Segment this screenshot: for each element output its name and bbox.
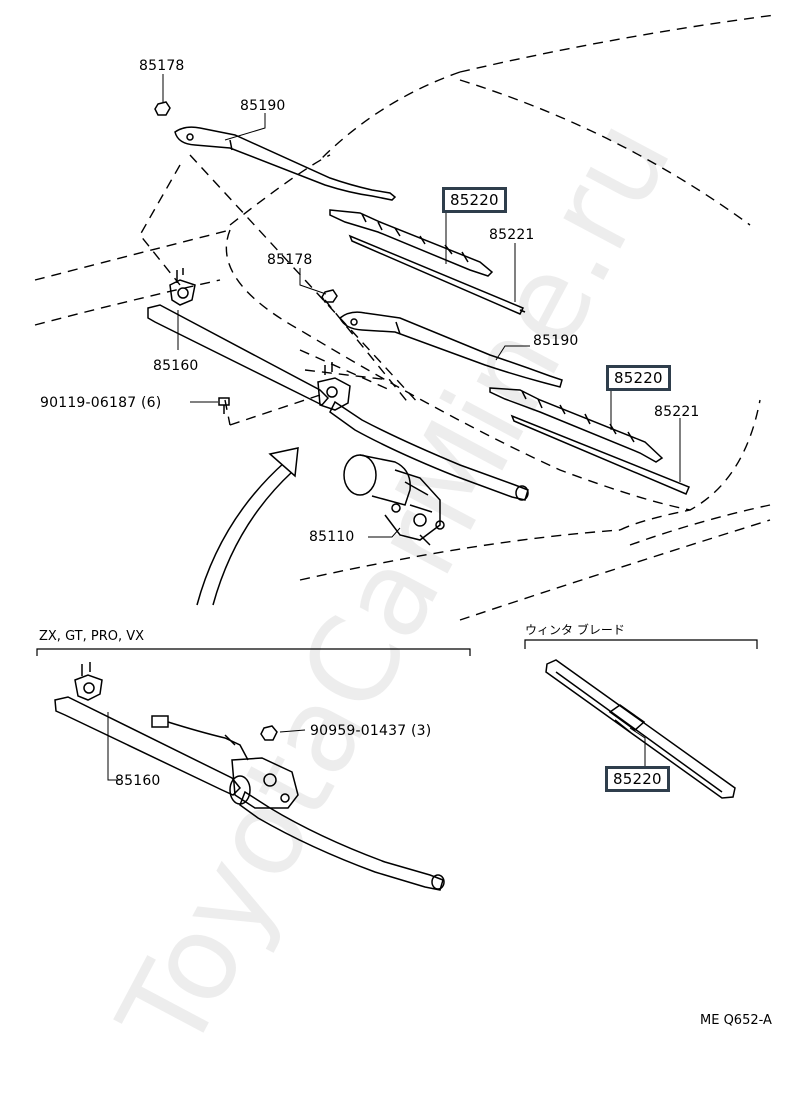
variant-motor: [229, 757, 299, 809]
part-label-85220-upper: 85220: [442, 187, 507, 213]
wiper-arm-upper: [174, 126, 397, 201]
winter-blade-bracket: [524, 639, 758, 649]
variant-bracket: [36, 648, 471, 656]
part-label-85178-lower: 85178: [267, 252, 313, 268]
part-label-85220-lower: 85220: [606, 365, 671, 391]
part-label-85160-variant: 85160: [115, 773, 161, 789]
leader-lines: [107, 74, 681, 781]
part-label-85160: 85160: [153, 358, 199, 374]
wiper-rubber-upper: [348, 234, 526, 315]
nut-upper: [154, 101, 171, 116]
part-label-85178-upper: 85178: [139, 58, 185, 74]
diagram-code: ME Q652-A: [700, 1013, 772, 1028]
direction-arrow: [196, 447, 299, 606]
part-label-90119: 90119-06187 (6): [40, 395, 162, 411]
wiper-blade-lower: [489, 387, 664, 463]
wiper-link-center-pivot: [317, 362, 351, 411]
part-label-90959: 90959-01437 (3): [310, 723, 432, 739]
variant-wire-harness: [151, 715, 249, 761]
part-label-85221-upper: 85221: [489, 227, 535, 243]
nut-90959: [260, 725, 278, 741]
part-label-85220-winter: 85220: [605, 766, 670, 792]
winter-blade: [545, 659, 736, 799]
part-label-85110: 85110: [309, 529, 355, 545]
part-label-85221-lower: 85221: [654, 404, 700, 420]
variant-link-rod: [54, 696, 445, 891]
variant-heading: ZX, GT, PRO, VX: [39, 629, 145, 644]
nut-lower: [321, 289, 338, 303]
part-label-85190-lower: 85190: [533, 333, 579, 349]
wiper-motor: [343, 454, 445, 546]
part-label-85190-upper: 85190: [240, 98, 286, 114]
wiper-arm-lower: [339, 311, 563, 388]
variant-link-upper-pivot: [74, 662, 103, 701]
wiper-rubber-lower: [510, 414, 690, 495]
winter-blade-heading: ウィンタ ブレード: [525, 623, 625, 637]
bolt-90119: [218, 397, 230, 414]
wiper-blade-upper: [329, 209, 494, 277]
wiper-link-upper-pivot: [169, 268, 196, 306]
body-outline: [34, 14, 776, 621]
